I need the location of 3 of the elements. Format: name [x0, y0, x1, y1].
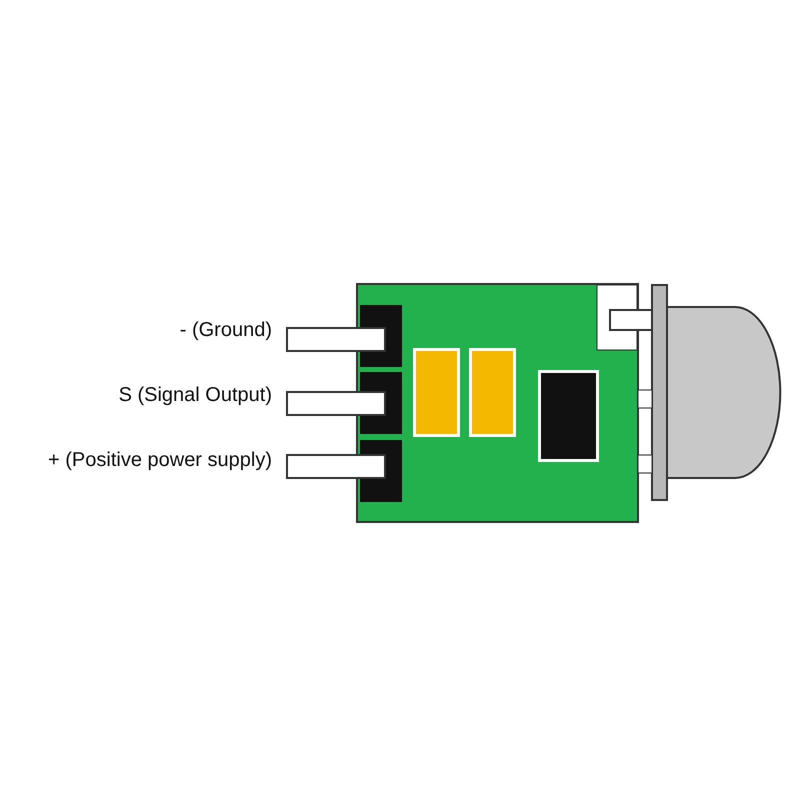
pin-label: - (Ground)	[180, 318, 272, 342]
pin-label: S (Signal Output)	[118, 383, 272, 407]
pin-label: + (Positive power supply)	[48, 448, 272, 472]
